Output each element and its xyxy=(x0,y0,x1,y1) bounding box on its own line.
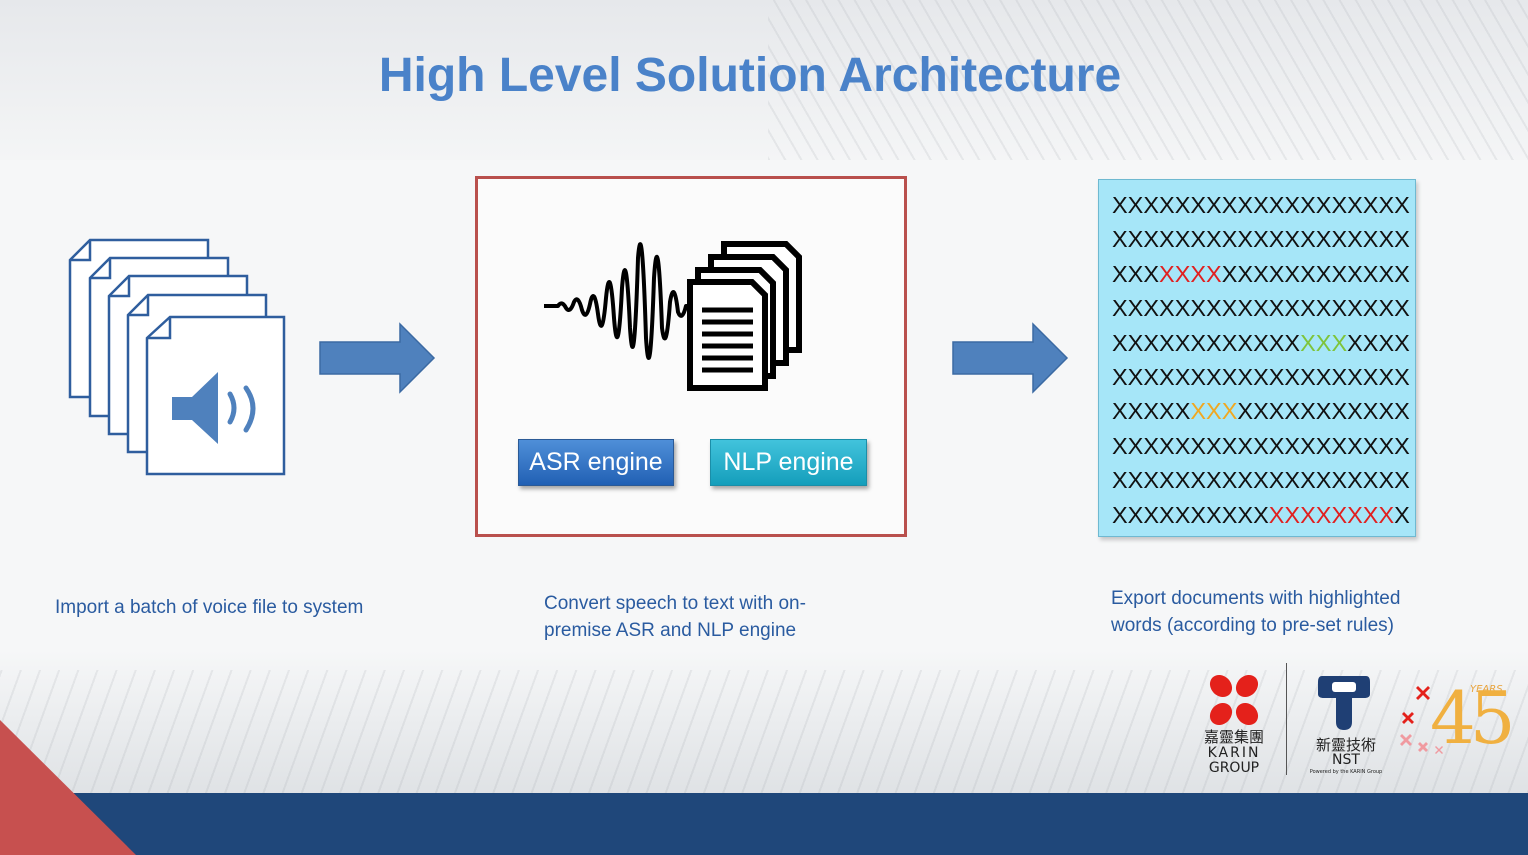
flow-arrow-1 xyxy=(318,322,438,399)
nst-chinese-name: 新靈技術 xyxy=(1315,736,1376,754)
document-text: XXXXXXXXXXX xyxy=(1237,398,1410,425)
document-text: XXXX xyxy=(1347,329,1410,356)
45-years-logo-icon xyxy=(1400,686,1443,754)
document-text: X xyxy=(1394,501,1410,528)
text-documents-icon xyxy=(687,241,802,391)
flow-arrow-2 xyxy=(951,322,1071,399)
highlighted-words: XXX xyxy=(1300,329,1348,356)
document-text: XXXXXXXXXXXX xyxy=(1221,260,1410,287)
asr-engine-button[interactable]: ASR engine xyxy=(518,439,674,486)
highlighted-words: XXXX xyxy=(1159,260,1222,287)
document-line: XXXXXXXXXXXXXXXXXXX xyxy=(1112,326,1415,360)
document-line: XXXXXXXXXXXXXXXXXXX xyxy=(1112,222,1415,256)
document-line: XXXXXXXXXXXXXXXXXXX xyxy=(1112,257,1415,291)
document-text: XXXXXXXXXXXXXXXXXXX xyxy=(1112,467,1410,494)
background-bottom-pattern xyxy=(0,670,1528,795)
corner-accent xyxy=(0,720,136,855)
karin-name-line1: KARIN xyxy=(1207,745,1261,761)
highlighted-words: XXXXXXXX xyxy=(1268,501,1395,528)
document-line: XXXXXXXXXXXXXXXXXXX xyxy=(1112,360,1415,394)
company-logos: 嘉靈集團 KARIN GROUP 新靈技術 NST Powered by the… xyxy=(1200,660,1528,785)
footer-bar xyxy=(0,793,1528,855)
sound-wave-icon xyxy=(544,242,690,360)
logo-divider xyxy=(1286,663,1287,775)
nlp-engine-button[interactable]: NLP engine xyxy=(710,439,867,486)
background-top xyxy=(0,0,1528,160)
slide-title: High Level Solution Architecture xyxy=(378,49,1122,102)
document-text: XXXXXXXXXXXX xyxy=(1112,329,1301,356)
speech-to-text-icon xyxy=(540,218,810,403)
document-line: XXXXXXXXXXXXXXXXXXX xyxy=(1112,498,1415,532)
document-text: XXXXXXXXXX xyxy=(1112,501,1269,528)
years-label: YEARS xyxy=(1470,684,1503,695)
document-text: XXX xyxy=(1112,260,1160,287)
background-building-pattern xyxy=(768,0,1528,160)
highlighted-words: XXX xyxy=(1190,398,1238,425)
document-text: XXXXXXXXXXXXXXXXXXX xyxy=(1112,192,1410,218)
nst-logo-icon xyxy=(1318,676,1370,730)
years-number: 45 xyxy=(1430,676,1516,760)
karin-name-line2: GROUP xyxy=(1208,760,1260,776)
document-line: XXXXXXXXXXXXXXXXXXX xyxy=(1112,291,1415,325)
karin-chinese-name: 嘉靈集團 xyxy=(1203,728,1264,746)
background-bottom xyxy=(0,650,1528,795)
caption-export: Export documents with highlighted words … xyxy=(1111,588,1401,636)
document-text: XXXXXXXXXXXXXXXXXXX xyxy=(1112,295,1410,322)
document-text: XXXXXXXXXXXXXXXXXXX xyxy=(1112,432,1410,459)
nst-tagline: Powered by the KARIN Group xyxy=(1309,769,1383,775)
voice-files-icon xyxy=(60,232,290,487)
document-text: XXXXXXXXXXXXXXXXXXX xyxy=(1112,364,1410,391)
caption-convert: Convert speech to text with on-premise A… xyxy=(544,593,806,641)
caption-import: Import a batch of voice file to system xyxy=(55,597,364,618)
karin-logo-icon xyxy=(1209,674,1259,726)
document-text: XXXXX xyxy=(1112,398,1191,425)
document-line: XXXXXXXXXXXXXXXXXXX xyxy=(1112,429,1415,463)
document-text: XXXXXXXXXXXXXXXXXXX xyxy=(1112,226,1410,253)
document-line: XXXXXXXXXXXXXXXXXXX xyxy=(1112,188,1415,222)
document-line: XXXXXXXXXXXXXXXXXXX xyxy=(1112,463,1415,497)
nst-name: NST xyxy=(1332,752,1360,768)
document-line: XXXXXXXXXXXXXXXXXXX xyxy=(1112,394,1415,428)
speaker-icon xyxy=(172,372,256,444)
